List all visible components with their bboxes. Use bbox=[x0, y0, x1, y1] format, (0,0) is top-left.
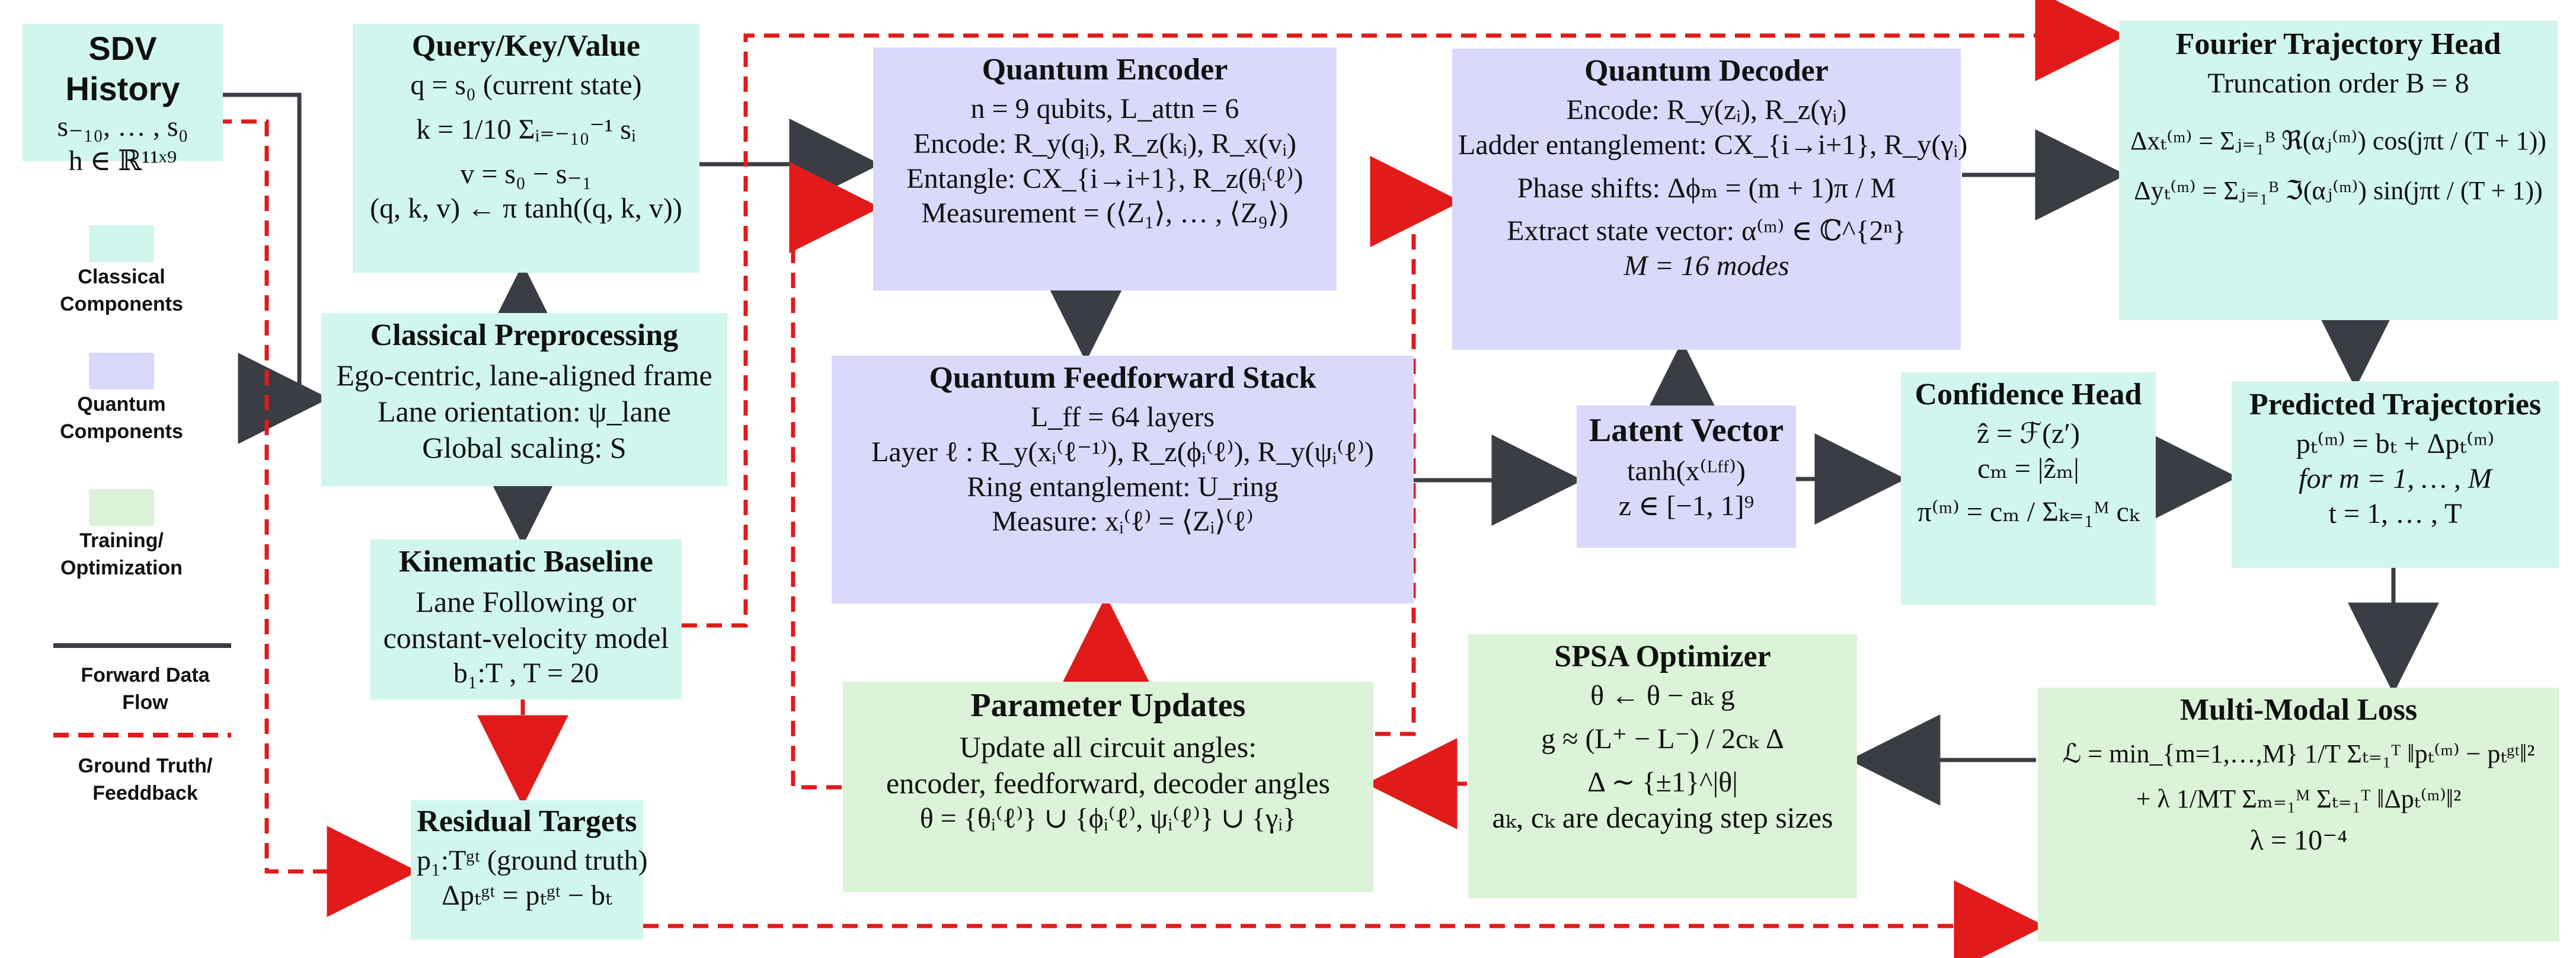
loss-title: Multi-Modal Loss bbox=[2179, 693, 2418, 727]
legend-swatch-quantum bbox=[89, 353, 154, 389]
quantum-encoder-box: Quantum Encoder n = 9 qubits, L_attn = 6… bbox=[873, 47, 1337, 290]
feedback-updates-to-encoder bbox=[789, 162, 881, 790]
predicted-title: Predicted Trajectories bbox=[2249, 388, 2542, 421]
residual-box: Residual Targets p₁:Tᵍᵗ (ground truth) Δ… bbox=[411, 800, 648, 940]
sdv-history-tensor: h ∈ ℝ¹¹ˣ⁹ bbox=[68, 145, 177, 177]
parameter-updates-box: Parameter Updates Update all circuit ang… bbox=[843, 682, 1373, 892]
legend-label-quantum: Quantum Components bbox=[60, 393, 183, 443]
updates-line1: Update all circuit angles: bbox=[959, 730, 1257, 764]
updates-theta: θ = {θᵢ⁽ℓ⁾} ∪ {ϕᵢ⁽ℓ⁾, ψᵢ⁽ℓ⁾} ∪ {γᵢ} bbox=[919, 803, 1297, 835]
spsa-update: θ ← θ − aₖ g bbox=[1590, 680, 1735, 712]
decoder-extract: Extract state vector: α⁽ᵐ⁾ ∈ ℂ^{2ⁿ} bbox=[1507, 215, 1906, 247]
confidence-magnitude: cₘ = |ẑₘ| bbox=[1977, 452, 2079, 484]
loss-main-term: ℒ = min_{m=1,…,M} 1/T Σₜ₌₁ᵀ ‖pₜ⁽ᵐ⁾ − pₜᵍ… bbox=[2062, 739, 2535, 769]
decoder-encode: Encode: R_y(zᵢ), R_z(γᵢ) bbox=[1566, 94, 1847, 126]
spsa-step-sizes: aₖ, cₖ are decaying step sizes bbox=[1492, 801, 1833, 835]
legend-feedback-line bbox=[53, 733, 231, 737]
updates-title: Parameter Updates bbox=[970, 687, 1246, 724]
fourier-title: Fourier Trajectory Head bbox=[2175, 27, 2501, 61]
confidence-title: Confidence Head bbox=[1915, 378, 2142, 411]
decoder-phase: Phase shifts: Δϕₘ = (m + 1)π / M bbox=[1517, 172, 1896, 204]
feedforward-measure: Measure: xᵢ⁽ℓ⁾ = ⟨Zᵢ⟩⁽ℓ⁾ bbox=[992, 506, 1254, 538]
predicted-modes: for m = 1, … , M bbox=[2299, 462, 2492, 494]
qkv-value: v = s₀ − s₋₁ bbox=[460, 158, 592, 190]
preprocessing-box: Classical Preprocessing Ego-centric, lan… bbox=[321, 313, 727, 486]
quantum-feedforward-box: Quantum Feedforward Stack L_ff = 64 laye… bbox=[832, 356, 1414, 603]
spsa-gradient: g ≈ (L⁺ − L⁻) / 2cₖ Δ bbox=[1541, 723, 1784, 755]
kinematic-line1: Lane Following or bbox=[416, 585, 637, 619]
legend-label-forward: Forward Data Flow bbox=[81, 664, 210, 714]
confidence-softnorm: π⁽ᵐ⁾ = cₘ / Σₖ₌₁ᴹ cₖ bbox=[1917, 496, 2140, 528]
qkv-title: Query/Key/Value bbox=[411, 29, 641, 63]
sdv-history-box: SDV History s₋₁₀, … , s₀ h ∈ ℝ¹¹ˣ⁹ bbox=[23, 24, 223, 177]
kinematic-title: Kinematic Baseline bbox=[399, 545, 653, 579]
feedforward-ring: Ring entanglement: U_ring bbox=[967, 471, 1279, 503]
predicted-trajectories-box: Predicted Trajectories pₜ⁽ᵐ⁾ = bₜ + Δpₜ⁽… bbox=[2232, 381, 2559, 568]
fourier-dy: Δyₜ⁽ᵐ⁾ = Σⱼ₌₁ᴮ ℑ(αⱼ⁽ᵐ⁾) sin(jπt / (T + 1… bbox=[2134, 175, 2543, 205]
fourier-truncation: Truncation order B = 8 bbox=[2207, 68, 2469, 100]
quantum-decoder-box: Quantum Decoder Encode: R_y(zᵢ), R_z(γᵢ)… bbox=[1452, 49, 1968, 350]
loss-lambda: λ = 10⁻⁴ bbox=[2249, 824, 2348, 856]
loss-regularizer: + λ 1/MT Σₘ₌₁ᴹ Σₜ₌₁ᵀ ‖Δpₜ⁽ᵐ⁾‖² bbox=[2136, 784, 2462, 814]
preprocessing-scaling: Global scaling: S bbox=[422, 431, 627, 465]
feedforward-title: Quantum Feedforward Stack bbox=[929, 361, 1316, 395]
confidence-fourier: ẑ = ℱ(z′) bbox=[1977, 418, 2080, 450]
sdv-history-title: SDV History bbox=[65, 30, 180, 108]
legend-label-training: Training/ Optimization bbox=[60, 529, 183, 579]
encoder-qubits: n = 9 qubits, L_attn = 6 bbox=[970, 93, 1239, 125]
qkv-query: q = s₀ (current state) bbox=[410, 69, 642, 101]
kinematic-horizon: b₁:T , T = 20 bbox=[453, 657, 599, 689]
decoder-ladder: Ladder entanglement: CX_{i→i+1}, R_y(γᵢ) bbox=[1458, 129, 1968, 161]
preprocessing-orientation: Lane orientation: ψ_lane bbox=[378, 395, 671, 429]
legend-swatch-classical bbox=[89, 225, 154, 262]
sdv-history-states: s₋₁₀, … , s₀ bbox=[57, 110, 188, 142]
kinematic-box: Kinematic Baseline Lane Following or con… bbox=[370, 539, 682, 700]
multimodal-loss-box: Multi-Modal Loss ℒ = min_{m=1,…,M} 1/T Σ… bbox=[2038, 688, 2559, 941]
fourier-head-box: Fourier Trajectory Head Truncation order… bbox=[2119, 21, 2558, 320]
legend-label-feedback: Ground Truth/ Feeddback bbox=[78, 755, 213, 804]
feedback-history-to-residual bbox=[216, 119, 418, 917]
predicted-steps: t = 1, … , T bbox=[2328, 497, 2462, 529]
latent-range: z ∈ [−1, 1]⁹ bbox=[1618, 490, 1754, 522]
spsa-perturbation: Δ ∼ {±1}^|θ| bbox=[1587, 766, 1738, 798]
spsa-title: SPSA Optimizer bbox=[1554, 640, 1771, 673]
predicted-sum: pₜ⁽ᵐ⁾ = bₜ + Δpₜ⁽ᵐ⁾ bbox=[2296, 428, 2495, 460]
decoder-modes: M = 16 modes bbox=[1623, 250, 1789, 282]
decoder-title: Quantum Decoder bbox=[1584, 54, 1829, 88]
encoder-encode: Encode: R_y(qᵢ), R_z(kᵢ), R_x(vᵢ) bbox=[913, 127, 1297, 159]
encoder-entangle: Entangle: CX_{i→i+1}, R_z(θᵢ⁽ℓ⁾) bbox=[906, 162, 1303, 194]
qkv-scaling: (q, k, v) ← π tanh((q, k, v)) bbox=[370, 193, 682, 225]
legend-swatch-training bbox=[89, 489, 154, 526]
feedforward-layers: L_ff = 64 layers bbox=[1030, 401, 1215, 433]
residual-title: Residual Targets bbox=[417, 804, 637, 838]
confidence-head-box: Confidence Head ẑ = ℱ(z′) cₘ = |ẑₘ| π⁽ᵐ⁾… bbox=[1901, 372, 2156, 605]
fourier-dx: Δxₜ⁽ᵐ⁾ = Σⱼ₌₁ᴮ ℜ(αⱼ⁽ᵐ⁾) cos(jπt / (T + 1… bbox=[2130, 126, 2546, 155]
feedforward-layer-gates: Layer ℓ : R_y(xᵢ⁽ℓ⁻¹⁾), R_z(ϕᵢ⁽ℓ⁾), R_y(… bbox=[871, 436, 1374, 468]
legend-label-classical: Classical Components bbox=[60, 266, 183, 315]
preprocessing-frame: Ego-centric, lane-aligned frame bbox=[336, 359, 712, 392]
residual-delta: Δpₜᵍᵗ = pₜᵍᵗ − bₜ bbox=[442, 879, 612, 911]
arrow-history-to-preprocessing bbox=[222, 92, 330, 444]
residual-groundtruth: p₁:Tᵍᵗ (ground truth) bbox=[417, 845, 648, 877]
latent-tanh: tanh(x⁽ᴸᶠᶠ⁾) bbox=[1626, 455, 1746, 487]
kinematic-line2: constant-velocity model bbox=[383, 621, 669, 655]
qkv-key: k = 1/10 Σᵢ₌₋₁₀⁻¹ sᵢ bbox=[416, 113, 636, 145]
encoder-measurement: Measurement = (⟨Z₁⟩, … , ⟨Z₉⟩) bbox=[921, 197, 1289, 229]
legend-forward-line bbox=[53, 643, 231, 648]
spsa-optimizer-box: SPSA Optimizer θ ← θ − aₖ g g ≈ (L⁺ − L⁻… bbox=[1468, 634, 1857, 898]
preprocessing-title: Classical Preprocessing bbox=[370, 318, 679, 352]
encoder-title: Quantum Encoder bbox=[982, 53, 1228, 87]
feedback-kinematic-to-fourier bbox=[682, 0, 2127, 628]
latent-vector-box: Latent Vector tanh(x⁽ᴸᶠᶠ⁾) z ∈ [−1, 1]⁹ bbox=[1577, 405, 1796, 548]
feedback-updates-to-decoder bbox=[1370, 156, 1462, 736]
qkv-box: Query/Key/Value q = s₀ (current state) k… bbox=[353, 24, 699, 273]
updates-line2: encoder, feedforward, decoder angles bbox=[886, 767, 1330, 800]
latent-title: Latent Vector bbox=[1589, 412, 1784, 449]
